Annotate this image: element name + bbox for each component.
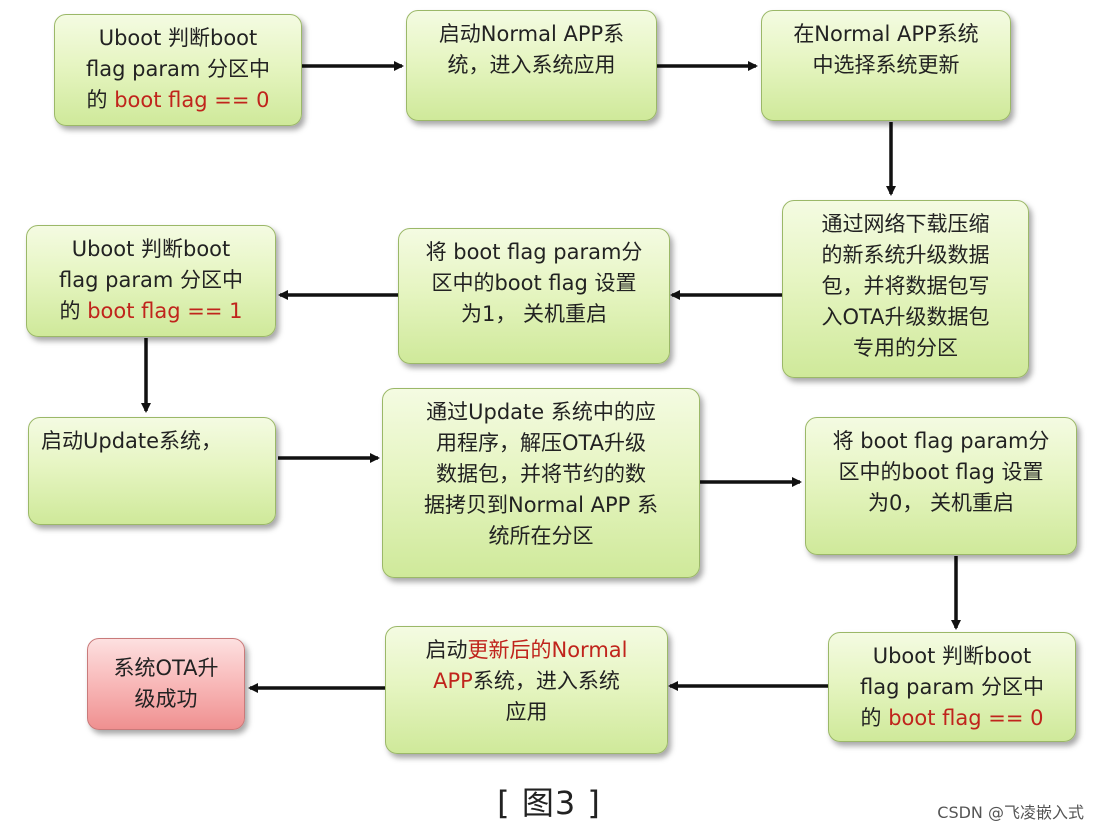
figure-caption: [ 图3 ]: [497, 784, 601, 822]
node-uboot-check-flag-0-final: Uboot 判断boot flag param 分区中 的 boot flag …: [828, 632, 1076, 742]
node-ota-success: 系统OTA升 级成功: [87, 638, 245, 730]
node-decompress-and-copy: 通过Update 系统中的应 用程序，解压OTA升级 数据包，并将节约的数 据拷…: [382, 388, 700, 578]
node-start-normal-app: 启动Normal APP系 统，进入系统应用: [406, 10, 657, 121]
node-text: 在Normal APP系统 中选择系统更新: [793, 22, 979, 77]
node-text: 通过网络下载压缩 的新系统升级数据 包，并将数据包写 入OTA升级数据包 专用的…: [821, 212, 990, 360]
node-text: Uboot 判断boot flag param 分区中 的: [86, 26, 270, 112]
node-set-flag-1-reboot: 将 boot flag param分 区中的boot flag 设置 为1， 关…: [398, 228, 670, 364]
node-text: Uboot 判断boot flag param 分区中 的: [860, 644, 1044, 730]
node-text: 通过Update 系统中的应 用程序，解压OTA升级 数据包，并将节约的数 据拷…: [423, 400, 659, 548]
node-text: 启动Update系统，: [41, 429, 223, 453]
node-set-flag-0-reboot: 将 boot flag param分 区中的boot flag 设置 为0， 关…: [805, 417, 1077, 555]
node-highlight: 更新后的Normal APP: [433, 638, 628, 693]
node-select-system-update: 在Normal APP系统 中选择系统更新: [761, 10, 1011, 121]
node-highlight: boot flag == 0: [114, 88, 270, 112]
node-text: 系统OTA升 级成功: [113, 656, 219, 711]
node-text-tail: 系统，进入系统 应用: [472, 669, 620, 724]
node-uboot-check-flag-0: Uboot 判断boot flag param 分区中 的 boot flag …: [54, 14, 302, 126]
node-text: 启动Normal APP系 统，进入系统应用: [438, 22, 625, 77]
node-start-update-system: 启动Update系统，: [28, 417, 276, 525]
node-text: 启动: [425, 638, 468, 662]
watermark: CSDN @飞凌嵌入式: [937, 803, 1084, 822]
node-text: 将 boot flag param分 区中的boot flag 设置 为0， 关…: [832, 429, 1050, 515]
node-uboot-check-flag-1: Uboot 判断boot flag param 分区中 的 boot flag …: [26, 225, 276, 337]
node-download-update-package: 通过网络下载压缩 的新系统升级数据 包，并将数据包写 入OTA升级数据包 专用的…: [782, 200, 1029, 378]
node-text: 将 boot flag param分 区中的boot flag 设置 为1， 关…: [425, 240, 643, 326]
node-highlight: boot flag == 0: [888, 706, 1044, 730]
node-start-updated-normal-app: 启动更新后的Normal APP系统，进入系统 应用: [385, 626, 668, 754]
node-text: Uboot 判断boot flag param 分区中 的: [59, 237, 243, 323]
node-highlight: boot flag == 1: [87, 299, 243, 323]
